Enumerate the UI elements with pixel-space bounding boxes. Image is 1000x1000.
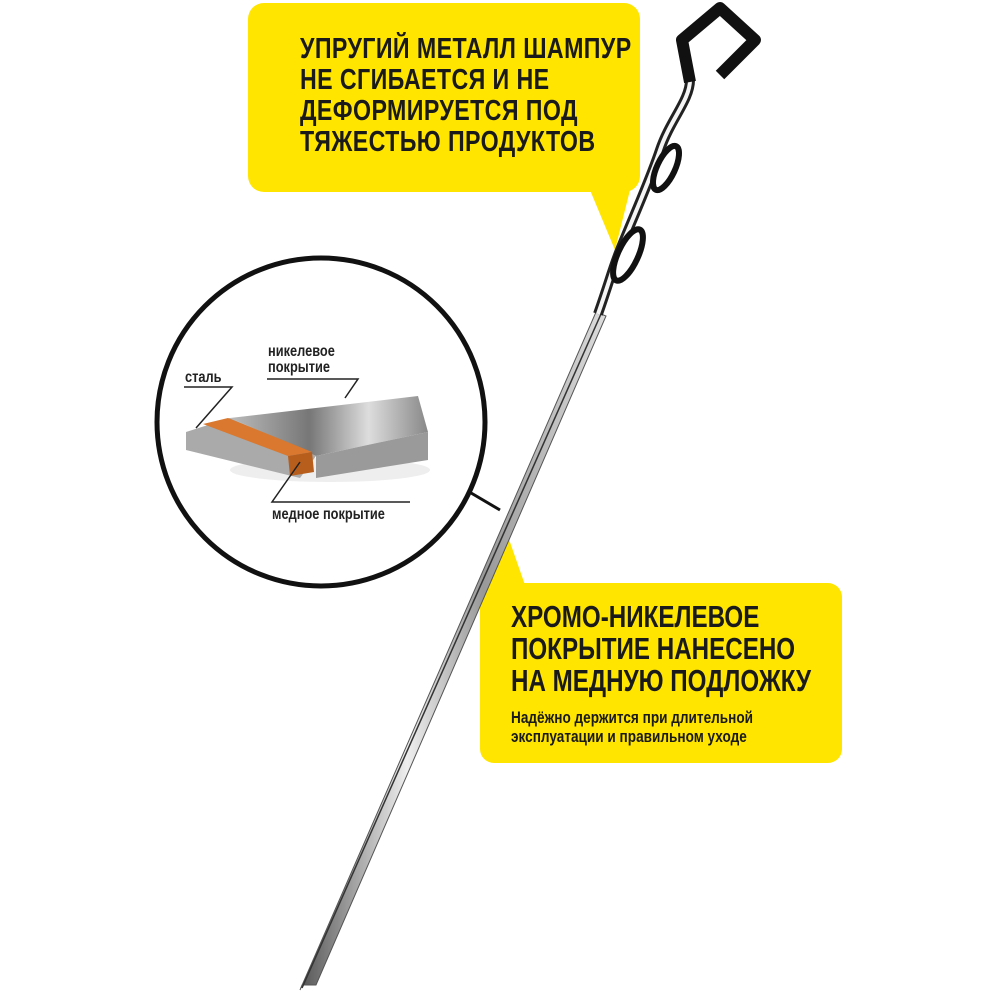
callout-bottom-line: НА МЕДНУЮ ПОДЛОЖКУ	[511, 663, 812, 698]
label-nickel-line: покрытие	[268, 359, 330, 376]
callout-bottom-line: ПОКРЫТИЕ НАНЕСЕНО	[511, 631, 796, 666]
label-steel: сталь	[185, 369, 222, 386]
label-nickel: никелевое покрытие	[268, 344, 335, 376]
callout-bottom-subline: Надёжно держится при длительной	[511, 708, 754, 727]
layer-diagram	[184, 378, 430, 503]
label-copper: медное покрытие	[272, 506, 385, 523]
callout-top-text: УПРУГИЙ МЕТАЛЛ ШАМПУР НЕ СГИБАЕТСЯ И НЕ …	[300, 34, 632, 158]
callout-bottom-bubble	[480, 528, 842, 763]
callout-bottom-title: ХРОМО-НИКЕЛЕВОЕ ПОКРЫТИЕ НАНЕСЕНО НА МЕД…	[511, 601, 811, 697]
label-nickel-line: никелевое	[268, 343, 335, 360]
callout-bottom-line: ХРОМО-НИКЕЛЕВОЕ	[511, 599, 760, 634]
callout-top-line: УПРУГИЙ МЕТАЛЛ ШАМПУР	[300, 33, 632, 65]
callout-top-line: НЕ СГИБАЕТСЯ И НЕ	[300, 64, 550, 96]
callout-bottom-subline: эксплуатации и правильном уходе	[511, 727, 747, 746]
callout-top-line: ТЯЖЕСТЬЮ ПРОДУКТОВ	[300, 126, 596, 158]
callout-bottom-subtext: Надёжно держится при длительной эксплуат…	[511, 708, 753, 746]
skewer	[299, 2, 761, 991]
callout-top-bubble	[248, 3, 640, 250]
callout-top-line: ДЕФОРМИРУЕТСЯ ПОД	[300, 95, 578, 127]
